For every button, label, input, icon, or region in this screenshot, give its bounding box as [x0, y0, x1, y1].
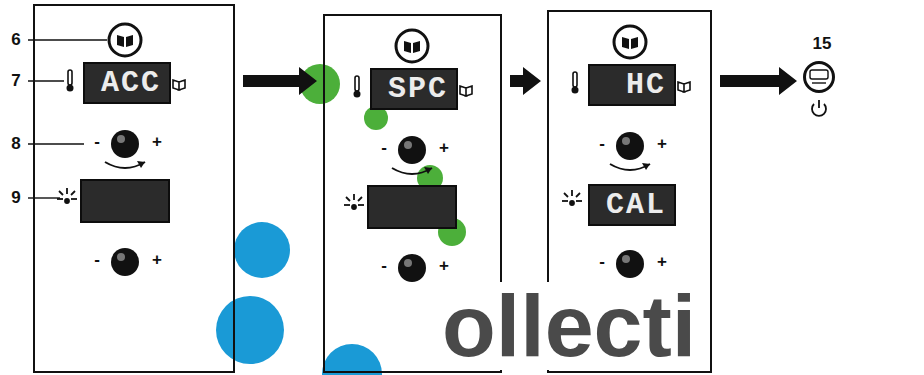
callout-number: 8 [11, 134, 20, 154]
adjust-sign: - [94, 132, 100, 152]
callout-number: 15 [813, 34, 832, 54]
power-symbol [818, 100, 820, 108]
leader-line [28, 39, 107, 40]
power-symbol [812, 100, 826, 116]
adjust-sign: + [439, 256, 449, 276]
display-text: SPC [388, 72, 448, 106]
display-window: HC [588, 64, 676, 106]
display-window: CAL [588, 184, 676, 226]
watermark-dots [234, 222, 290, 278]
panel-controls [57, 24, 185, 276]
adjust-sign: + [657, 134, 667, 154]
watermark-dots [216, 296, 284, 364]
callout-number: 9 [11, 188, 20, 208]
blank-display [368, 186, 456, 228]
flow-arrow [720, 67, 797, 95]
display-window: SPC [370, 68, 458, 110]
adjust-sign: - [599, 252, 605, 272]
display-text: HC [626, 68, 666, 102]
display-window: ACC [83, 62, 171, 104]
panel-controls [562, 26, 690, 278]
adjust-sign: - [599, 134, 605, 154]
button-symbol [810, 70, 828, 79]
button-symbol [812, 82, 826, 83]
display-text: CAL [606, 188, 666, 222]
panel-controls [344, 30, 472, 282]
watermark-dots [322, 344, 382, 375]
flow-arrow [510, 67, 541, 95]
adjust-sign: - [381, 256, 387, 276]
adjust-sign: - [381, 138, 387, 158]
watermark-dots [216, 64, 466, 375]
control-panel: - + - + ACC [33, 4, 235, 373]
callout-number: 7 [11, 71, 20, 91]
power-button: 15 [803, 61, 835, 93]
adjust-sign: + [152, 132, 162, 152]
flow-arrow [243, 67, 317, 95]
callout-number: 6 [11, 30, 20, 50]
blank-display [81, 180, 456, 228]
display-text: ACC [101, 66, 161, 100]
adjust-sign: - [94, 250, 100, 270]
leader-line [28, 143, 84, 144]
adjust-sign: + [152, 250, 162, 270]
watermark: ollecti [440, 282, 698, 370]
button-symbol [810, 70, 828, 83]
adjust-sign: + [439, 138, 449, 158]
adjust-sign: + [657, 252, 667, 272]
blank-display [81, 180, 169, 222]
